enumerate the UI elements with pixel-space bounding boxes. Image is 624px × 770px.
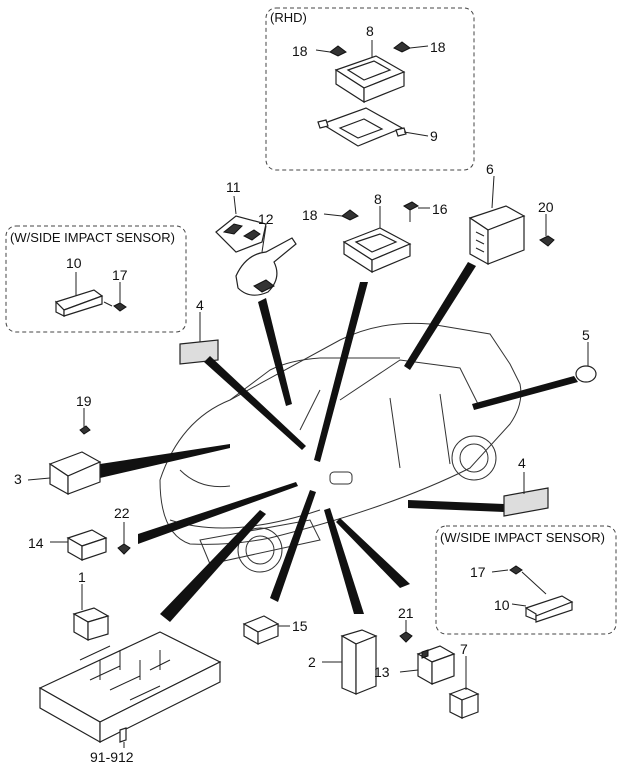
nut-18-icon: 18 xyxy=(302,207,359,223)
callout-5: 5 xyxy=(582,327,590,343)
bolt-17-icon xyxy=(509,565,547,595)
control-unit-icon: 6 xyxy=(468,161,526,266)
callout-17: 17 xyxy=(112,267,128,283)
airbag-control-module-icon xyxy=(334,55,406,104)
clip-20-icon: 20 xyxy=(538,199,555,247)
rhd-inset: (RHD) 18 8 18 9 xyxy=(265,7,475,171)
callout-20: 20 xyxy=(538,199,554,215)
callout-10: 10 xyxy=(494,597,510,613)
callout-1: 1 xyxy=(78,569,86,585)
bolt-16-icon: 16 xyxy=(403,201,448,222)
module-bracket-icon xyxy=(317,107,407,147)
callout-4: 4 xyxy=(196,297,204,313)
junction-box-icon: 91-912 xyxy=(38,631,222,765)
callout-11: 11 xyxy=(226,179,241,195)
side-impact-sensor-icon xyxy=(54,289,104,317)
callout-18: 18 xyxy=(292,43,308,59)
side-impact-sensor-icon xyxy=(524,595,574,623)
callout-8: 8 xyxy=(366,23,374,39)
callout-10: 10 xyxy=(66,255,82,271)
relay-13-icon: 13 xyxy=(374,645,456,686)
callout-21: 21 xyxy=(398,605,414,621)
clip-22-icon: 22 xyxy=(114,505,131,555)
bolt-17-icon xyxy=(103,301,127,312)
impact-sensor-icon: 5 xyxy=(575,327,597,383)
callout-3: 3 xyxy=(14,471,22,487)
side-impact-caption: (W/SIDE IMPACT SENSOR) xyxy=(440,530,605,545)
callout-22: 22 xyxy=(114,505,130,521)
callout-15: 15 xyxy=(292,618,308,634)
airbag-control-module-icon: 8 xyxy=(342,191,412,274)
relay-15-icon: 15 xyxy=(242,615,308,646)
clip-21-icon: 21 xyxy=(398,605,414,643)
relay-14-icon: 14 xyxy=(28,529,108,562)
callout-13: 13 xyxy=(374,664,390,680)
callout-6: 6 xyxy=(486,161,494,177)
side-impact-caption: (W/SIDE IMPACT SENSOR) xyxy=(10,230,175,245)
callout-12: 12 xyxy=(258,211,274,227)
nut-18-icon xyxy=(393,41,411,53)
clock-spring-icon: 11 xyxy=(215,179,267,253)
callout-8: 8 xyxy=(374,191,382,207)
sensor-7-icon: 7 xyxy=(448,641,480,719)
leader-lines xyxy=(100,262,578,622)
driver-airbag-icon: 12 xyxy=(235,211,297,296)
reference-91-912: 91-912 xyxy=(90,749,134,765)
control-unit-2-icon: 2 xyxy=(308,629,378,695)
callout-7: 7 xyxy=(460,641,468,657)
callout-2: 2 xyxy=(308,654,316,670)
crash-sensor-icon: 19 3 xyxy=(14,393,102,496)
callout-18: 18 xyxy=(430,39,446,55)
callout-19: 19 xyxy=(76,393,92,409)
relay-1-icon: 1 xyxy=(72,569,110,642)
callout-16: 16 xyxy=(432,201,448,217)
callout-14: 14 xyxy=(28,535,44,551)
callout-18: 18 xyxy=(302,207,318,223)
side-impact-inset-left: (W/SIDE IMPACT SENSOR) 10 17 xyxy=(5,225,187,333)
callout-4: 4 xyxy=(518,455,526,471)
side-impact-inset-right: (W/SIDE IMPACT SENSOR) 17 10 xyxy=(435,525,617,635)
callout-17: 17 xyxy=(470,564,486,580)
rhd-caption: (RHD) xyxy=(270,10,307,25)
callout-9: 9 xyxy=(430,128,438,144)
warning-label-icon: 4 xyxy=(503,455,549,517)
nut-18-icon xyxy=(329,45,347,57)
